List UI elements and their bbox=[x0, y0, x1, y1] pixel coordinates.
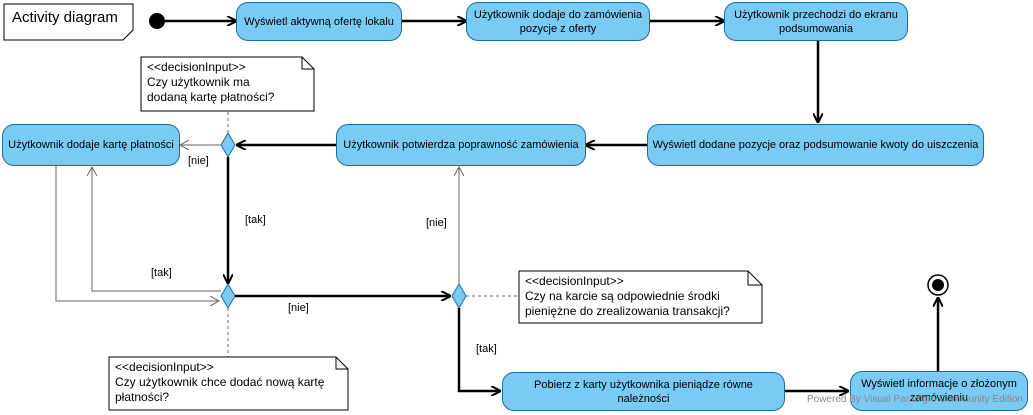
thin-flows bbox=[55, 145, 459, 301]
action-go-summary[interactable]: Użytkownik przechodzi do ekranu podsumow… bbox=[724, 2, 908, 41]
note-has-card-shape bbox=[140, 56, 315, 112]
guard-tak-funds: [tak] bbox=[476, 343, 497, 355]
guard-nie-no-funds: [nie] bbox=[426, 217, 447, 229]
guard-nie-no-card: [nie] bbox=[188, 155, 209, 167]
note-funds-shape bbox=[518, 270, 763, 324]
guard-nie-no-new-card: [nie] bbox=[288, 302, 309, 314]
note-funds-stereotype: <<decisionInput>> bbox=[525, 274, 624, 288]
action-show-summary[interactable]: Wyświetl dodane pozycje oraz podsumowani… bbox=[647, 124, 984, 166]
note-has-card-line2: dodaną kartę płatności? bbox=[147, 90, 275, 104]
diagram-title: Activity diagram bbox=[12, 9, 118, 26]
frame-label-border bbox=[3, 3, 134, 41]
flow-tak-back-to-add-card bbox=[92, 167, 221, 292]
note-new-card-line1: Czy użytkownik chce dodać nową kartę bbox=[115, 375, 325, 389]
note-has-card-line1: Czy użytkownik ma bbox=[147, 75, 250, 89]
note-has-card: <<decisionInput>> Czy użytkownik ma doda… bbox=[141, 57, 311, 111]
note-has-card-stereotype: <<decisionInput>> bbox=[147, 60, 246, 74]
action-show-order-info[interactable]: Wyświetl informacje o złożonym zamówieni… bbox=[850, 371, 1028, 411]
flow-add-card-to-merge bbox=[55, 166, 219, 301]
note-new-card-stereotype: <<decisionInput>> bbox=[115, 360, 214, 374]
flow-funds-tak bbox=[457, 308, 500, 391]
note-funds-line1: Czy na karcie są odpowiednie środki bbox=[525, 289, 720, 303]
note-connectors bbox=[227, 112, 519, 357]
decision-has-card bbox=[220, 132, 236, 158]
action-charge-card[interactable]: Pobierz z karty użytkownika pieniądze ró… bbox=[502, 372, 785, 411]
note-funds: <<decisionInput>> Czy na karcie są odpow… bbox=[519, 271, 762, 323]
action-add-card[interactable]: Użytkownik dodaje kartę płatności bbox=[2, 124, 180, 166]
action-show-offer[interactable]: Wyświetl aktywną ofertę lokalu bbox=[236, 2, 402, 41]
decision-add-new-card bbox=[220, 283, 236, 309]
note-funds-fold bbox=[747, 271, 762, 286]
note-new-card-shape bbox=[108, 356, 349, 411]
final-node-inner bbox=[932, 279, 944, 291]
action-confirm-order[interactable]: Użytkownik potwierdza poprawność zamówie… bbox=[336, 124, 586, 166]
guard-tak-new-card: [tak] bbox=[151, 267, 172, 279]
decision-funds bbox=[451, 283, 467, 309]
note-has-card-fold bbox=[301, 57, 314, 70]
note-new-card-fold bbox=[335, 357, 348, 370]
note-new-card-line2: płatności? bbox=[115, 390, 170, 404]
guard-tak-has-card: [tak] bbox=[245, 214, 266, 226]
note-funds-line2: pieniężne do zrealizowania transakcji? bbox=[525, 304, 730, 318]
action-add-items[interactable]: Użytkownik dodaje do zamówienia pozycje … bbox=[466, 2, 650, 41]
bold-flows bbox=[165, 21, 938, 391]
watermark: Powered By Visual Paradigm Community Edi… bbox=[806, 394, 1023, 405]
note-new-card: <<decisionInput>> Czy użytkownik chce do… bbox=[109, 357, 348, 410]
initial-node bbox=[149, 13, 165, 29]
